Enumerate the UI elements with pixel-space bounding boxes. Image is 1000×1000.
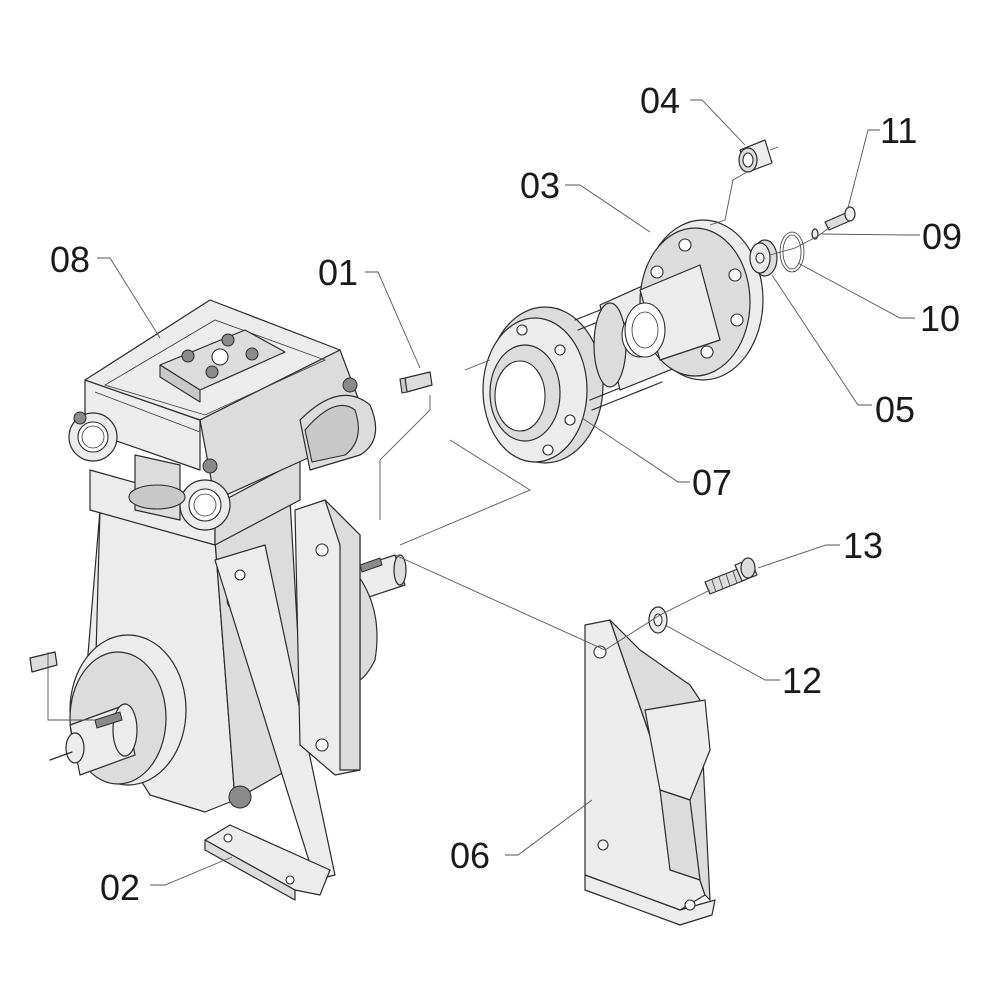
leader-lines [97, 99, 920, 886]
callout-10: 10 [920, 298, 960, 339]
callout-07: 07 [692, 462, 732, 503]
coupling-03 [593, 219, 764, 391]
callout-01: 01 [318, 252, 358, 293]
bushing-04 [709, 139, 779, 226]
callout-06: 06 [450, 835, 490, 876]
callout-labels: 08 01 03 04 11 09 10 05 07 13 12 06 02 [50, 80, 962, 908]
callout-11: 11 [880, 110, 917, 151]
cap-05 [749, 239, 778, 277]
callout-02: 02 [100, 867, 140, 908]
callout-04: 04 [640, 80, 680, 121]
callout-13: 13 [843, 525, 883, 566]
callout-05: 05 [875, 389, 915, 430]
support-bracket-06 [584, 619, 716, 926]
callout-08: 08 [50, 239, 90, 280]
bolt-13 [704, 557, 758, 595]
key-01 [29, 371, 433, 673]
mounting-bracket-02 [204, 499, 361, 901]
ring-10 [779, 231, 805, 273]
gearbox-assembly [49, 299, 407, 813]
screw-11 [824, 206, 856, 231]
flange-07 [482, 289, 663, 464]
assembly-lines [47, 226, 831, 721]
callout-12: 12 [782, 660, 822, 701]
callout-09: 09 [922, 216, 962, 257]
callout-03: 03 [520, 165, 560, 206]
